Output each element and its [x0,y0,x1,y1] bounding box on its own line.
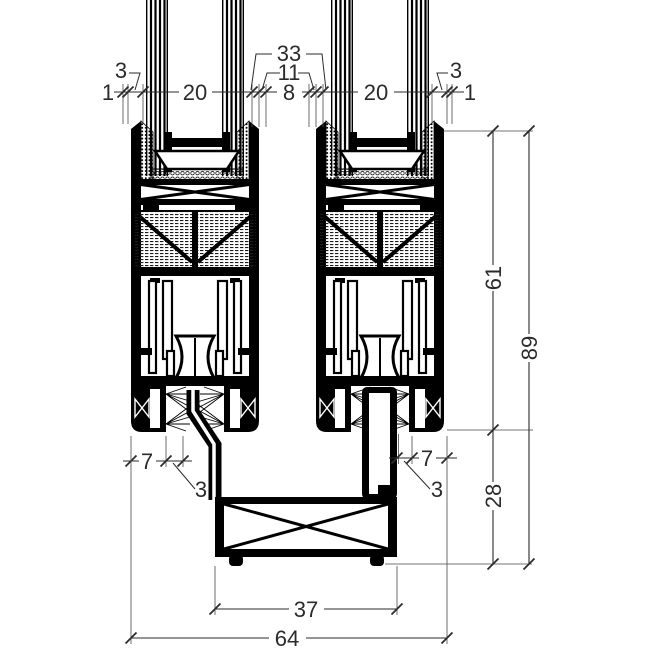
dim-label-gasket-right: 3 [450,58,462,83]
dim-label-sash-height: 61 [481,266,506,290]
track-base-box [215,497,397,557]
dim-label-overall-height: 89 [517,336,542,360]
dim-label-right-clearance: 3 [431,477,443,502]
dim-label-track-height: 28 [481,484,506,508]
sliding-panel-right [316,0,444,432]
dim-label-interlock-33: 33 [277,41,301,66]
dim-label-track-width: 37 [294,597,318,622]
dim-label-glass-right: 20 [364,80,388,105]
dim-label-interlock-8: 8 [283,80,295,105]
track-foot-right [370,555,384,566]
dim-label-overall-width: 64 [275,626,299,650]
bottom-track-profile [186,387,397,566]
dimension-annotations: 1 3 20 33 11 8 20 3 1 61 28 89 7 3 7 3 [102,41,542,650]
dim-label-gasket-left: 3 [115,58,127,83]
sliding-panel-left [131,0,259,432]
track-guide-wall [362,387,397,499]
dim-label-glass-left: 20 [183,80,207,105]
dim-label-right-gasket: 7 [421,446,433,471]
dim-label-interlock-11: 11 [278,60,301,85]
dim-label-left-clearance: 3 [195,477,207,502]
track-foot-left [229,555,243,566]
dim-label-clearance-right: 1 [464,80,476,105]
dim-label-clearance-left: 1 [102,80,114,105]
dim-label-left-gasket: 7 [141,449,153,474]
